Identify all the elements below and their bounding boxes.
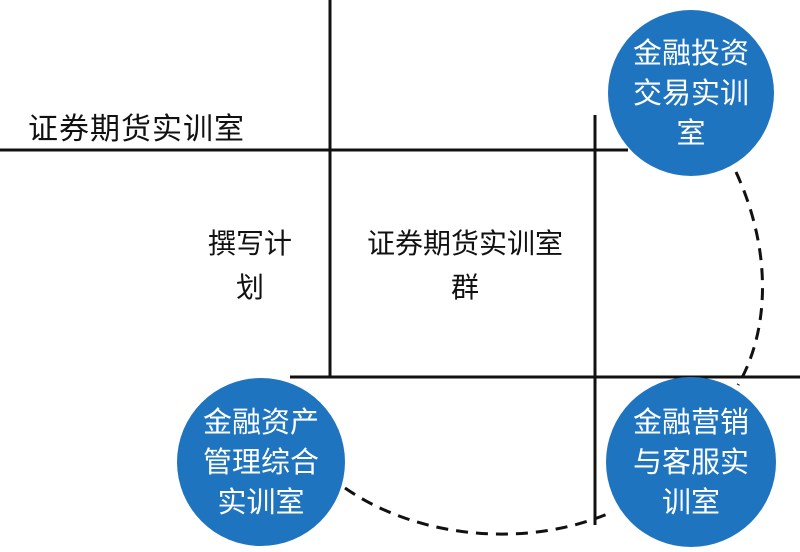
dashed-connector-bottom (344, 486, 613, 536)
node-trading-lab-label: 金融投资交易实训室 (632, 36, 749, 150)
label-write-plan: 撰写计划 (207, 227, 292, 304)
label-top-securities-lab: 证券期货实训室 (28, 112, 245, 147)
node-trading-lab: 金融投资交易实训室 (608, 10, 774, 176)
node-marketing-service-lab: 金融营销与客服实训室 (606, 377, 776, 547)
dashed-connector-right (734, 171, 764, 386)
node-marketing-service-lab-label: 金融营销与客服实训室 (632, 405, 749, 519)
node-asset-management-lab-label: 金融资产管理综合实训室 (202, 405, 319, 519)
node-asset-management-lab: 金融资产管理综合实训室 (177, 378, 345, 546)
label-center-lab-group: 证券期货实训室群 (366, 227, 563, 304)
